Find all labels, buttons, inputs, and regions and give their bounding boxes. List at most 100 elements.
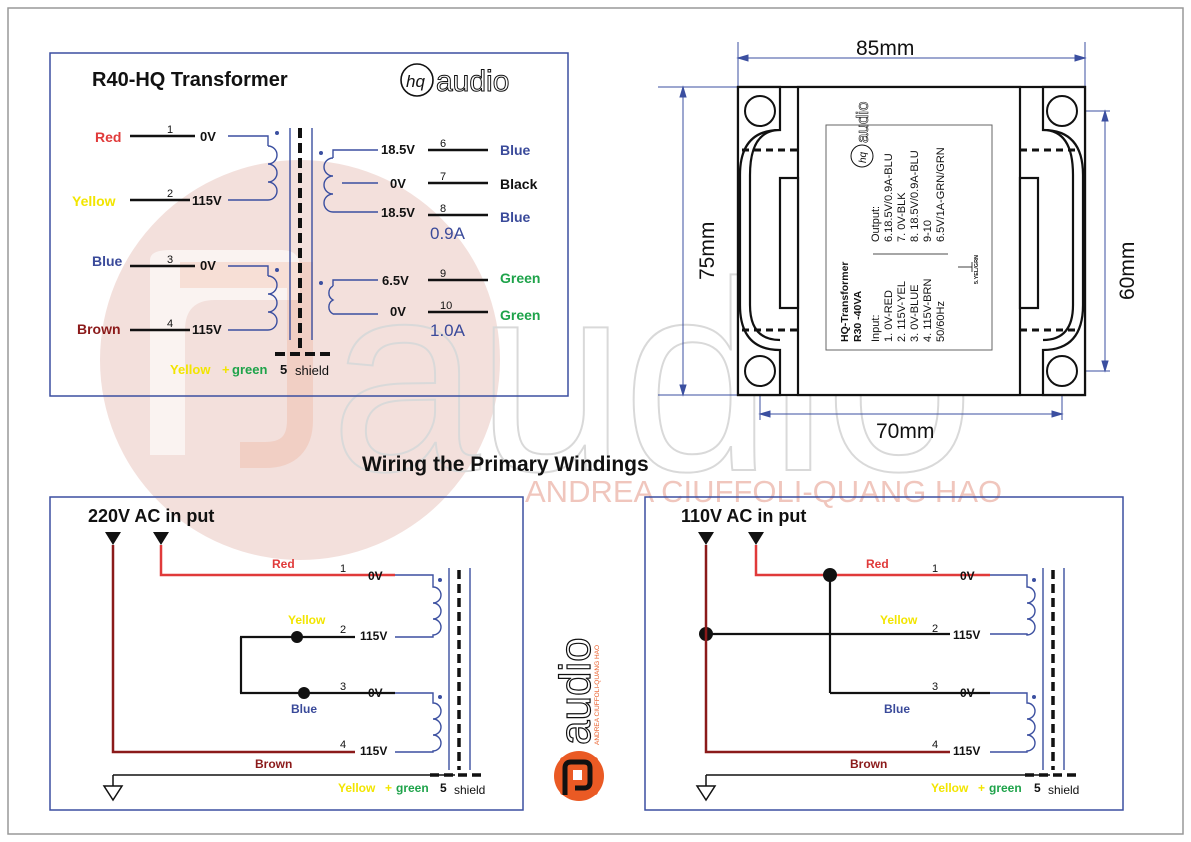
terminal-number: 8 [440,203,446,215]
section-title: Wiring the Primary Windings [362,453,649,476]
label-output-head: Output: [870,206,882,242]
wire-color-label: Blue [291,702,317,716]
shield-text: shield [1048,783,1079,797]
terminal-voltage: 6.5V [382,273,409,288]
current-rating: 0.9A [430,224,466,243]
terminal-voltage: 115V [360,744,387,758]
terminal-number: 1 [932,563,938,575]
primary-wire-1: Red 1 0V [95,124,216,145]
panel-title: 220V AC in put [88,506,214,526]
center-logo-text: audio [551,637,600,745]
center-logo-subtitle: ANDREA CIUFFOLI-QUANG HAO [594,645,601,745]
terminal-number: 10 [440,300,452,312]
terminal-number: 4 [932,739,938,751]
terminal-number: 4 [167,318,173,330]
label-input-line: 50/60Hz [935,301,947,342]
terminal-voltage: 0V [368,569,383,583]
terminal-number: 2 [167,188,173,200]
secondary-wire-9: 6.5V 9 Green [382,268,540,288]
terminal-number: 7 [440,171,446,183]
label-input-line: 4. 115V-BRN [922,279,934,342]
terminal-voltage: 18.5V [381,142,415,157]
label-output-line: 9-10 [922,220,934,242]
terminal-number: 1 [340,563,346,575]
watermark-subtitle: ANDREA CIUFFOLI-QUANG HAO [525,474,1002,509]
shield-plus: + [978,781,985,795]
panel-220v: 220V AC in put Red 1 0V Yellow 2 115V Bl… [49,496,524,811]
terminal-number: 1 [167,124,173,136]
current-rating: 1.0A [430,321,466,340]
label-output-line: 7. 0V-BLK [896,192,908,242]
secondary-wire-8: 18.5V 8 Blue 0.9A [381,203,531,243]
hole-height-dimension: 60mm [1116,242,1139,300]
label-output-line: 8. 18.5V/0.9A-BLU [909,150,921,242]
label-output-line: 6.5V/1A-GRN/GRN [935,147,947,242]
label-input-line: 3. 0V-BLUE [909,285,921,342]
wire-color-label: Blue [500,142,531,158]
wire-color-label: Blue [500,209,531,225]
secondary-coil-upper [323,149,378,213]
terminal-number: 3 [340,681,346,693]
wire-color-label: Blue [884,702,910,716]
shield-yellow: Yellow [338,781,376,795]
shield-text: shield [454,783,485,797]
wire-color-label: Red [95,129,121,145]
panel-title: 110V AC in put [681,506,806,526]
page-border [7,7,1184,835]
primary-wire-3: Blue 3 0V [92,253,216,273]
terminal-voltage: 0V [368,686,383,700]
shield-plus: + [222,362,230,377]
primary-wire-4: Brown 4 115V [77,318,222,337]
terminal-number: 9 [440,268,446,280]
label-input-head: Input: [870,314,882,342]
terminal-voltage: 0V [960,686,975,700]
height-dimension: 75mm [696,222,719,280]
terminal-voltage: 115V [953,628,980,642]
wire-color-label: Brown [850,757,887,771]
terminal-voltage: 0V [200,129,216,144]
terminal-number: 2 [340,624,346,636]
label-model: R30 -40VA [852,290,864,342]
hq-audio-logo: hq audio [400,63,510,99]
transformer-core [275,128,330,356]
label-input-line: 1. 0V-RED [883,290,895,342]
panel-title: R40-HQ Transformer [92,69,288,91]
terminal-number: 6 [440,138,446,150]
center-logo: audio ANDREA CIUFFOLI-QUANG HAO [550,637,604,801]
wire-color-label: Brown [255,757,292,771]
wire-color-label: Red [272,557,295,571]
panel-frame [644,496,1124,811]
secondary-wire-10: 0V 10 Green 1.0A [390,300,540,340]
terminal-voltage: 18.5V [381,205,415,220]
label-title: HQ-Transformer [839,261,851,342]
terminal-number: 4 [340,739,346,751]
label-ground-note: 5.YEL/GRN [974,255,980,284]
wire-color-label: Blue [92,253,123,269]
secondary-wire-7: 0V 7 Black [390,171,538,192]
panel-frame [49,496,524,811]
terminal-voltage: 115V [360,629,387,643]
shield-text: shield [295,363,329,378]
terminal-voltage: 0V [960,569,975,583]
terminal-voltage: 115V [192,322,222,337]
wire-color-label: Yellow [880,613,918,627]
top-transformer-panel: R40-HQ Transformer hq audio Red 1 0V Yel… [49,52,569,397]
shield-label: Yellow + green 5 shield [170,362,329,378]
primary-wire-2: Yellow 2 115V [72,188,222,209]
hole-width-dimension: 70mm [876,420,934,443]
shield-number: 5 [440,781,447,795]
terminal-voltage: 0V [200,258,216,273]
shield-green: green [232,362,267,377]
terminal-voltage: 115V [953,744,980,758]
shield-plus: + [385,781,392,795]
wire-color-label: Red [866,557,889,571]
logo-text: audio [436,65,509,98]
svg-text:hq: hq [406,72,425,91]
shield-number: 5 [1034,781,1041,795]
terminal-voltage: 115V [192,193,222,208]
shield-number: 5 [280,362,287,377]
transformer-drawing: 85mm 70mm 75mm 60mm [658,37,1139,443]
secondary-coil-lower [328,279,378,315]
